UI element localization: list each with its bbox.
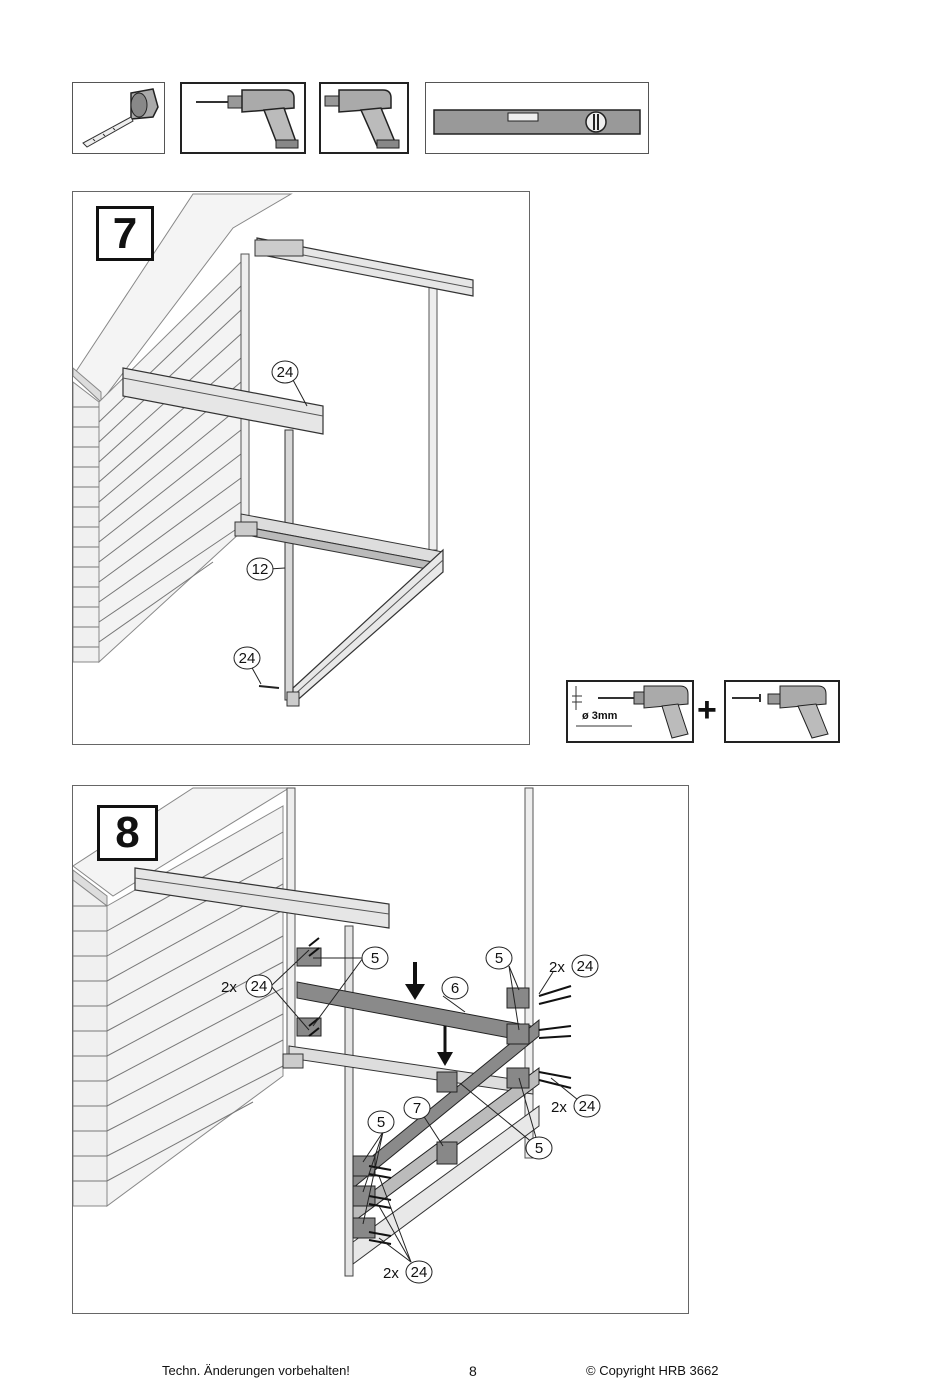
screwdriver-drill-icon (324, 89, 400, 149)
step8-label-5-right-bottom: 5 (535, 1140, 543, 1157)
screw-drill-icon (732, 685, 829, 739)
step8-label-7: 7 (413, 1100, 421, 1117)
drill-diameter: ø 3mm (582, 710, 618, 722)
tape-measure-tool (72, 82, 165, 154)
step-7-illustration: 24 12 24 (73, 193, 474, 707)
drill-icon (196, 89, 299, 149)
step-7-number: 7 (96, 206, 154, 261)
step8-label-24-right-top: 24 (577, 958, 594, 975)
footer-copyright: © Copyright HRB 3662 (586, 1363, 719, 1378)
spirit-level-icon (433, 109, 641, 135)
drill-bit-icon (572, 685, 689, 739)
step-7-panel: 24 12 24 7 (72, 191, 530, 745)
step8-label-5-front: 5 (377, 1114, 385, 1131)
step8-label-6: 6 (451, 980, 459, 997)
step8-label-24-bottom: 24 (411, 1264, 428, 1281)
page-number: 8 (469, 1363, 477, 1379)
drill-tool (180, 82, 306, 154)
step8-label-2x-bottom: 2x (383, 1265, 399, 1282)
plus-sign: + (697, 691, 717, 729)
step7-label-12: 12 (252, 561, 269, 578)
step8-label-2x-right-bottom: 2x (551, 1099, 567, 1116)
predrill-hint: ø 3mm (566, 680, 694, 743)
step-8-panel: 5 2x 24 5 2x 24 6 7 5 5 2x 24 5 2x 24 8 (72, 785, 689, 1314)
step8-label-2x-left: 2x (221, 979, 237, 996)
step8-label-5-right-top: 5 (495, 950, 503, 967)
screwdriver-tool (319, 82, 409, 154)
step-8-illustration: 5 2x 24 5 2x 24 6 7 5 5 2x 24 5 2x 24 (73, 787, 601, 1284)
step8-label-5-left: 5 (371, 950, 379, 967)
step7-label-24-top: 24 (277, 364, 294, 381)
step7-label-24-bottom: 24 (239, 650, 256, 667)
step8-label-2x-right-top: 2x (549, 959, 565, 976)
footer-disclaimer: Techn. Änderungen vorbehalten! (162, 1363, 350, 1378)
screw-hint (724, 680, 840, 743)
step8-label-24-left: 24 (251, 978, 268, 995)
step8-label-24-right-bottom: 24 (579, 1098, 596, 1115)
spirit-level-tool (425, 82, 649, 154)
step-8-number: 8 (97, 805, 158, 861)
tape-measure-icon (82, 88, 159, 148)
